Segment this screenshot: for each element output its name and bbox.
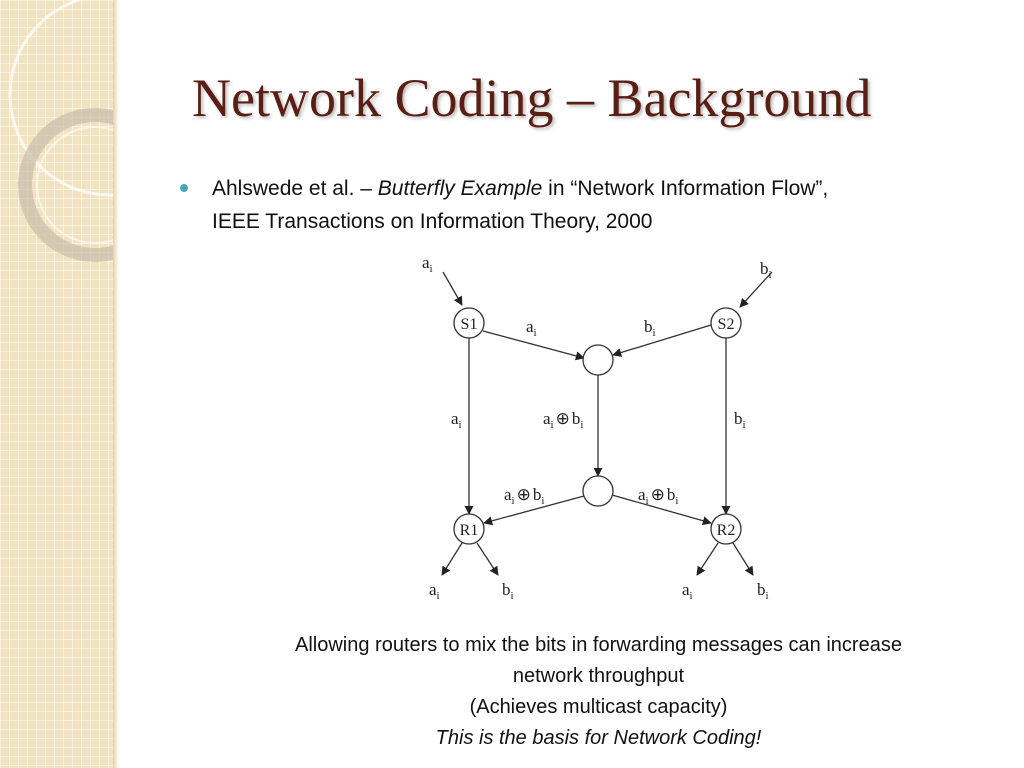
edge-r2-out-a bbox=[696, 542, 719, 576]
edge-s2-middle bbox=[612, 324, 712, 357]
edge-r2-out-b bbox=[732, 542, 754, 576]
edge-r1-out-a bbox=[441, 542, 463, 576]
node-r2-label: R2 bbox=[717, 522, 736, 539]
bullet-citation: IEEE Transactions on Information Theory,… bbox=[212, 210, 653, 233]
diagram-edges bbox=[441, 271, 773, 576]
label-s1-r1: ai bbox=[451, 409, 462, 431]
bullet-text-suffix: in “Network Information Flow”, bbox=[542, 177, 829, 200]
bullet-text: Ahlswede et al. – Butterfly Example in “… bbox=[212, 172, 1000, 238]
label-in-b: bi bbox=[760, 259, 772, 281]
edge-in-a bbox=[442, 271, 463, 306]
label-r1-out-a: ai bbox=[429, 580, 440, 602]
edge-in-b bbox=[739, 271, 773, 308]
caption: Allowing routers to mix the bits in forw… bbox=[226, 630, 971, 754]
label-r1-out-b: bi bbox=[502, 580, 514, 602]
caption-line-1: Allowing routers to mix the bits in forw… bbox=[295, 634, 902, 656]
label-r2-out-a: ai bbox=[682, 580, 693, 602]
label-to-r2: ai⊕bi bbox=[638, 485, 678, 507]
node-r2 bbox=[710, 513, 742, 545]
node-s2-label: S2 bbox=[718, 316, 735, 333]
slide-title: Network Coding – Background bbox=[192, 68, 872, 128]
node-s1 bbox=[453, 307, 485, 339]
butterfly-network-diagram: S1 S2 R1 R2 ai bi ai bi ai bi ai⊕bi ai⊕b… bbox=[422, 253, 773, 602]
node-s2 bbox=[710, 307, 742, 339]
decorative-rings bbox=[8, 0, 113, 262]
node-coding-top bbox=[582, 344, 614, 376]
node-r1 bbox=[453, 513, 485, 545]
edge-r1-out-b bbox=[476, 542, 499, 576]
edge-to-r2 bbox=[611, 494, 712, 526]
bullet-text-prefix: Ahlswede et al. – bbox=[212, 177, 378, 200]
label-s2-middle: bi bbox=[644, 317, 656, 339]
label-middle-down: ai⊕bi bbox=[543, 409, 583, 431]
decorative-side-panel bbox=[0, 0, 113, 768]
label-s2-r2: bi bbox=[734, 409, 746, 431]
caption-line-2: network throughput bbox=[512, 665, 685, 687]
side-panel-edge bbox=[113, 0, 119, 768]
node-r1-label: R1 bbox=[460, 522, 479, 539]
caption-line-4: This is the basis for Network Coding! bbox=[435, 727, 762, 749]
label-s1-middle: ai bbox=[526, 317, 537, 339]
caption-line-3: (Achieves multicast capacity) bbox=[469, 696, 728, 718]
edge-to-r1 bbox=[483, 495, 585, 526]
label-in-a: ai bbox=[422, 253, 433, 275]
node-s1-label: S1 bbox=[461, 316, 478, 333]
bullet-item: Ahlswede et al. – Butterfly Example in “… bbox=[180, 172, 1000, 238]
bullet-icon bbox=[180, 184, 188, 192]
label-r2-out-b: bi bbox=[757, 580, 769, 602]
node-coding-bottom bbox=[582, 475, 614, 507]
edge-s1-middle bbox=[482, 330, 585, 361]
label-to-r1: ai⊕bi bbox=[504, 485, 544, 507]
bullet-italic-title: Butterfly Example bbox=[377, 177, 543, 200]
